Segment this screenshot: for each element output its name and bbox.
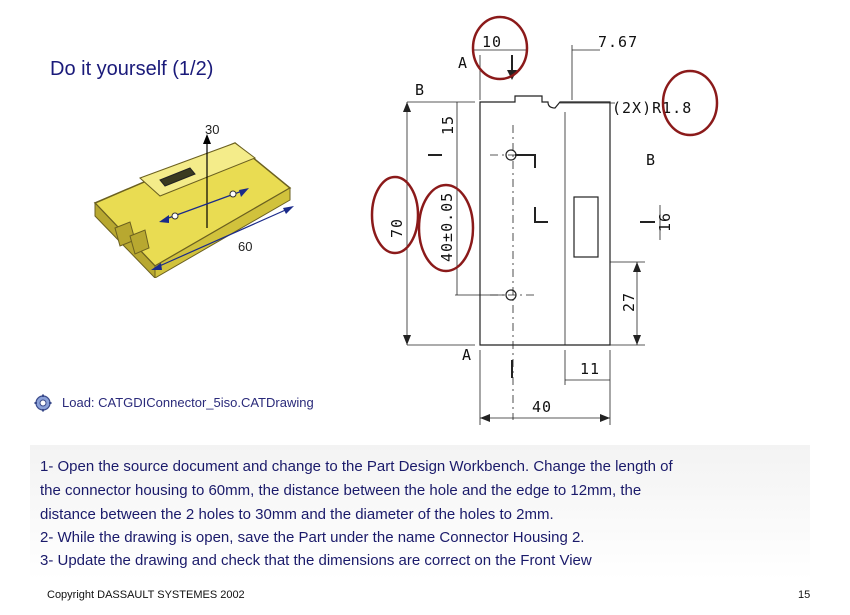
section-label-a-bottom: A xyxy=(462,346,472,364)
instructions-block: 1- Open the source document and change t… xyxy=(30,445,810,580)
dim-11-text: 11 xyxy=(580,360,600,378)
dim-70-text: 70 xyxy=(388,218,406,238)
highlight-circle-dim-70 xyxy=(370,175,420,255)
copyright-text: Copyright DASSAULT SYSTEMES 2002 xyxy=(47,589,245,601)
instruction-line: distance between the 2 holes to 30mm and… xyxy=(40,506,554,523)
dim-40-text: 40 xyxy=(532,398,552,416)
part-3d-figure xyxy=(85,118,305,280)
technical-drawing: 10 7.67 (2X)R1.8 A B B A 11 40 15 70 40±… xyxy=(365,15,725,435)
dim-40-tolerance-text: 40±0.05 xyxy=(438,192,456,262)
section-label-b-right: B xyxy=(646,151,656,169)
instruction-line: 1- Open the source document and change t… xyxy=(40,458,673,475)
dim-10-text: 10 xyxy=(482,33,502,51)
highlight-circle-dim-10 xyxy=(471,15,529,81)
dim-16-text: 16 xyxy=(656,212,674,232)
dim-15-text: 15 xyxy=(439,115,457,135)
page-title: Do it yourself (1/2) xyxy=(50,58,214,80)
instruction-line: 3- Update the drawing and check that the… xyxy=(40,552,592,569)
dim-27-text: 27 xyxy=(620,292,638,312)
dim-7-67-text: 7.67 xyxy=(598,33,638,51)
highlight-circle-dim-40 xyxy=(417,183,475,273)
dimension-60-label: 60 xyxy=(238,239,253,254)
highlight-circle-radius xyxy=(661,69,719,137)
gear-icon[interactable] xyxy=(34,394,52,412)
section-label-b-left: B xyxy=(415,81,425,99)
dimension-30-label: 30 xyxy=(205,122,220,137)
page-number: 15 xyxy=(798,589,811,601)
section-label-a-top: A xyxy=(458,54,468,72)
instruction-line: the connector housing to 60mm, the dista… xyxy=(40,482,642,499)
instruction-line: 2- While the drawing is open, save the P… xyxy=(40,529,585,546)
dim-r1-8-text: (2X)R1.8 xyxy=(612,99,692,117)
load-file-link[interactable]: Load: CATGDIConnector_5iso.CATDrawing xyxy=(62,395,314,410)
